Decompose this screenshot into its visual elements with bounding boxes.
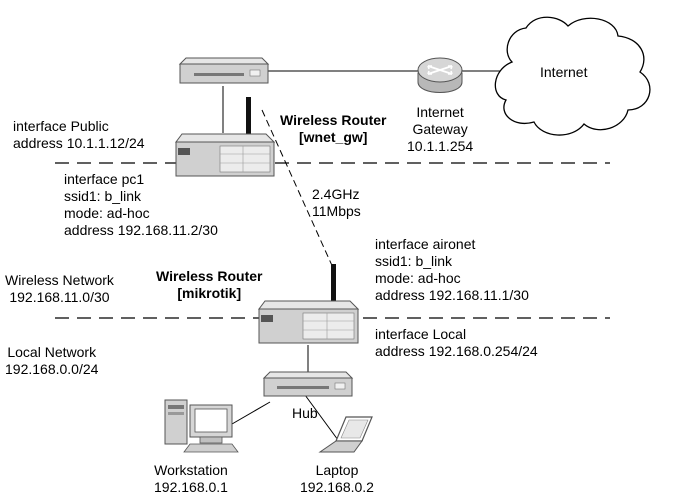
wireless-link	[261, 109, 335, 271]
router-gw-title-name: Wireless Router	[280, 112, 387, 128]
workstation-label: Workstation 192.168.0.1	[154, 462, 228, 496]
wireless-link-frequency: 2.4GHz	[312, 186, 360, 202]
router-mikrotik-wireless-interface-mode: mode: ad-hoc	[375, 270, 461, 286]
gateway-switch-icon	[178, 57, 270, 84]
wireless-network-label: Wireless Network 192.168.11.0/30	[5, 272, 114, 306]
laptop-label: Laptop 192.168.0.2	[300, 462, 374, 496]
router-gw-wireless-interface: interface pc1 ssid1: b_link mode: ad-hoc…	[64, 171, 218, 239]
router-mikrotik-wireless-interface: interface aironet ssid1: b_link mode: ad…	[375, 236, 529, 304]
gateway-router-icon	[417, 57, 463, 93]
router-mikrotik-title: Wireless Router [mikrotik]	[156, 268, 262, 302]
router-mikrotik-wireless-interface-address: address 192.168.11.1/30	[375, 287, 529, 303]
router-gw-wireless-interface-ssid: ssid1: b_link	[64, 188, 142, 204]
wireless-router-mikrotik-icon	[258, 264, 360, 344]
internet-cloud-icon	[494, 16, 651, 136]
gateway-label-name-line-2: Gateway	[412, 121, 468, 137]
router-gw-wireless-interface-address: address 192.168.11.2/30	[64, 222, 218, 238]
router-gw-public-interface-address: address 10.1.1.12/24	[13, 135, 145, 151]
gateway-label-address: 10.1.1.254	[407, 138, 474, 154]
local-network-label: Local Network 192.168.0.0/24	[5, 344, 98, 378]
laptop-address: 192.168.0.2	[300, 479, 374, 495]
laptop-name: Laptop	[315, 462, 359, 478]
gateway-label-name-line-1: Internet	[416, 104, 464, 120]
router-gw-public-interface-name: interface Public	[13, 118, 109, 134]
laptop-icon	[318, 416, 373, 453]
router-mikrotik-wireless-interface-ssid: ssid1: b_link	[375, 253, 453, 269]
router-gw-title: Wireless Router [wnet_gw]	[280, 112, 386, 146]
router-mikrotik-local-interface: interface Local address 192.168.0.254/24	[375, 326, 538, 360]
gateway-label: Internet Gateway 10.1.1.254	[407, 104, 473, 155]
hub-icon	[262, 371, 354, 397]
router-mikrotik-title-name: Wireless Router	[156, 268, 263, 284]
wireless-router-gw-icon	[175, 97, 276, 177]
local-network-subnet: 192.168.0.0/24	[5, 361, 99, 377]
link-hub-laptop	[304, 394, 339, 441]
router-gw-wireless-interface-name: interface pc1	[64, 171, 145, 187]
internet-cloud-label: Internet	[540, 64, 588, 80]
router-gw-wireless-interface-mode: mode: ad-hoc	[64, 205, 150, 221]
workstation-icon	[164, 399, 239, 453]
wireless-link-speed: 11Mbps	[312, 203, 361, 219]
wireless-network-name: Wireless Network	[5, 272, 114, 288]
hub-label: Hub	[292, 405, 318, 421]
router-mikrotik-local-interface-address: address 192.168.0.254/24	[375, 343, 538, 359]
workstation-name: Workstation	[154, 462, 228, 478]
workstation-address: 192.168.0.1	[154, 479, 228, 495]
wireless-link-label: 2.4GHz 11Mbps	[312, 186, 361, 220]
wireless-network-subnet: 192.168.11.0/30	[9, 289, 110, 305]
router-gw-title-id: [wnet_gw]	[299, 129, 368, 145]
router-mikrotik-wireless-interface-name: interface aironet	[375, 236, 476, 252]
local-network-name: Local Network	[7, 344, 97, 360]
router-gw-public-interface: interface Public address 10.1.1.12/24	[13, 118, 145, 152]
router-mikrotik-title-id: [mikrotik]	[177, 285, 242, 301]
link-hub-workstation	[231, 401, 271, 425]
router-mikrotik-local-interface-name: interface Local	[375, 326, 467, 342]
